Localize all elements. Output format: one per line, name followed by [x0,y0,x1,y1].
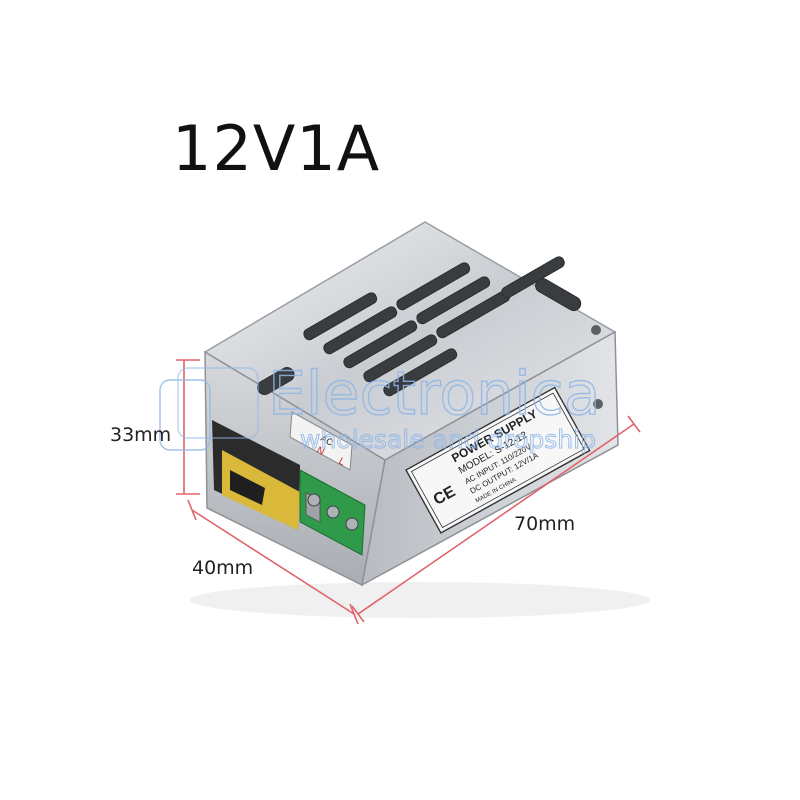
width-dimension-label: 40mm [192,557,254,579]
mount-hole [591,325,601,335]
terminal-tag-n: N [315,445,327,458]
length-dimension-line [357,423,635,615]
width-dimension-line [191,509,355,615]
height-dimension-label: 33mm [110,424,172,446]
terminal-screw [326,505,340,519]
terminal-tag: AC N L [289,411,353,471]
length-dimension-label: 70mm [514,513,576,535]
terminal-block [299,469,366,556]
ground-shadow [190,582,650,618]
watermark-sub-text: wholesale and dropship [300,425,596,454]
pcb-component [230,470,265,505]
watermark-logo-icon [159,379,211,451]
vent-slots [257,256,582,397]
spec-label: POWER SUPPLY MODEL: S-12-12 AC INPUT: 11… [405,386,591,534]
mount-hole [593,399,603,409]
terminal-screw [345,517,359,531]
watermark: Electronica wholesale and dropship [159,358,601,455]
terminal-tag-l: L [337,456,347,469]
dimension-lines [176,359,641,625]
product-title: 12V1A [172,112,381,185]
terminal-screw [307,493,321,507]
watermark-main-text: Electronica [268,359,601,429]
